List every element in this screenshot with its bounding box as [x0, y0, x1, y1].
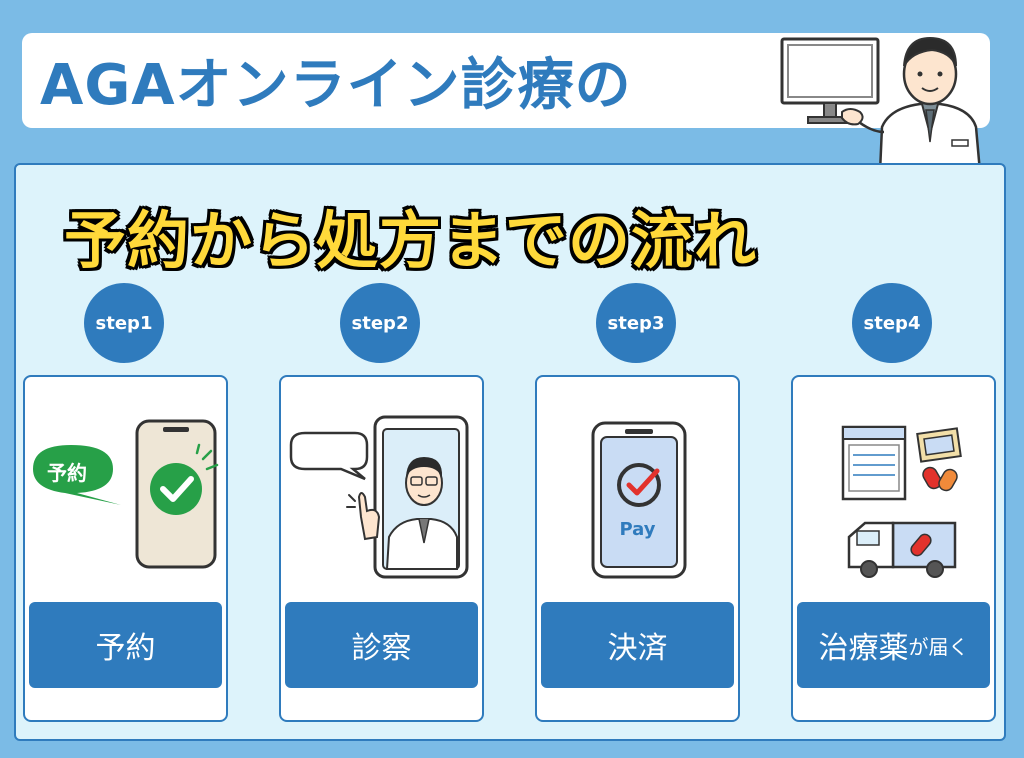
step2-label: 診察: [285, 602, 478, 688]
consultation-illustration: [289, 415, 469, 579]
doctor-illustration: [841, 36, 982, 172]
step2-card: 診察: [279, 375, 484, 722]
step3-card: Pay 決済: [535, 375, 740, 722]
step2-badge: step2: [340, 283, 420, 363]
page-title: AGAオンライン診療の: [40, 53, 632, 118]
step4-label: 治療薬が届く: [797, 602, 990, 688]
reservation-bubble-text: 予約: [47, 461, 87, 485]
step4-card: 治療薬が届く: [791, 375, 996, 722]
step1-card: 予約 予約: [23, 375, 228, 722]
step3-badge: step3: [596, 283, 676, 363]
page-subtitle: 予約から処方までの流れ: [64, 204, 758, 277]
delivery-illustration: [841, 425, 962, 578]
monitor-icon: [780, 37, 880, 124]
step3-label: 決済: [541, 602, 734, 688]
pay-text: Pay: [619, 519, 656, 540]
step4-badge: step4: [852, 283, 932, 363]
step1-badge: step1: [84, 283, 164, 363]
payment-illustration: [591, 421, 687, 579]
step1-label: 予約: [29, 602, 222, 688]
reservation-illustration: [33, 419, 219, 569]
